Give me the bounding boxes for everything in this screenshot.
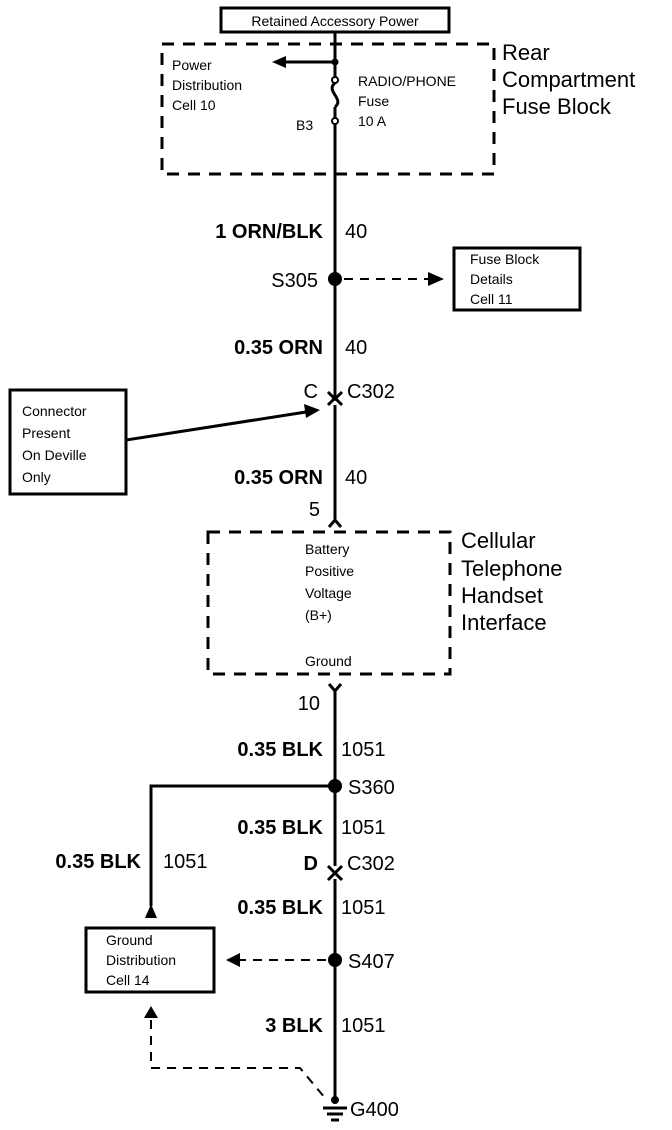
wire-circuit-8: 1051 [341, 1015, 386, 1037]
wire-gauge-2: 0.35 ORN [234, 337, 323, 359]
wire-gauge-1: 1 ORN/BLK [215, 221, 323, 243]
wire-gauge-6: 0.35 BLK [237, 897, 323, 919]
wire-circuit-5: 1051 [341, 817, 386, 839]
c302-upper-pin: C [304, 381, 318, 403]
power-dist-arrow [272, 56, 286, 68]
fuse-details-box [452, 246, 582, 312]
battery-positive-label: Battery Positive Voltage (B+) [305, 541, 358, 623]
rear-fuse-block-name: Rear Compartment Fuse Block [502, 40, 641, 119]
fuse-details-arrow [428, 272, 444, 286]
wire-1051-branch [149, 784, 335, 906]
handset-pin-top-connector [327, 517, 343, 528]
splice-s305 [328, 272, 342, 286]
handset-pin-bottom: 10 [298, 693, 320, 715]
handset-interface-name: Cellular Telephone Handset Interface [461, 528, 569, 635]
c302-upper-name: C302 [347, 381, 395, 403]
ground-distribution-label: Ground Distribution Cell 14 [106, 932, 180, 988]
wire-circuit-7: 1051 [163, 851, 208, 873]
ground-node [331, 1096, 339, 1104]
c302-lower-pin: D [304, 853, 318, 875]
wire-circuit-3: 40 [345, 467, 367, 489]
connector-note-arrow [304, 404, 320, 418]
power-distribution-ref: Power Distribution Cell 10 [172, 57, 246, 113]
fuse-symbol [330, 81, 340, 109]
connector-note-box [8, 388, 128, 496]
handset-pin-bottom-connector [327, 683, 343, 694]
fuse-terminal-bottom [331, 117, 339, 125]
splice-s407 [328, 953, 342, 967]
wire-circuit-2: 40 [345, 337, 367, 359]
wire-circuit-1: 40 [345, 221, 367, 243]
wire-gauge-7: 0.35 BLK [55, 851, 141, 873]
handset-pin-top: 5 [309, 499, 320, 521]
splice-s305-label: S305 [271, 270, 318, 292]
radio-phone-fuse-label: RADIO/PHONE Fuse 10 A [358, 73, 460, 129]
wire-circuit-4: 1051 [341, 739, 386, 761]
c302-lower-name: C302 [347, 853, 395, 875]
handset-interface-outline [206, 530, 452, 676]
splice-s407-label: S407 [348, 951, 395, 973]
wire-gauge-4: 0.35 BLK [237, 739, 323, 761]
ground-terminal-label: Ground [305, 653, 352, 669]
fuse-details-label: Fuse Block Details Cell 11 [470, 251, 543, 307]
ground-ref-arrow [144, 1006, 158, 1018]
wire-circuit-6: 1051 [341, 897, 386, 919]
splice-s360-label: S360 [348, 777, 395, 799]
fuse-terminal-top [331, 76, 339, 84]
connector-c302-upper-bottom [326, 395, 344, 407]
ground-g400-label: G400 [350, 1099, 399, 1121]
wire-gauge-3: 0.35 ORN [234, 467, 323, 489]
s407-ref-arrow [226, 953, 240, 967]
connector-note-pointer [125, 410, 307, 442]
connector-c302-lower-bottom [326, 870, 344, 882]
branch-arrow [145, 904, 157, 918]
wire-gauge-8: 3 BLK [265, 1015, 323, 1037]
top-label: Retained Accessory Power [251, 13, 419, 29]
connector-note: Connector Present On Deville Only [22, 403, 90, 485]
terminal-b3: B3 [296, 117, 313, 133]
ground-ref-path [150, 1020, 326, 1099]
wire-gauge-5: 0.35 BLK [237, 817, 323, 839]
ground-distribution-box [84, 926, 216, 994]
